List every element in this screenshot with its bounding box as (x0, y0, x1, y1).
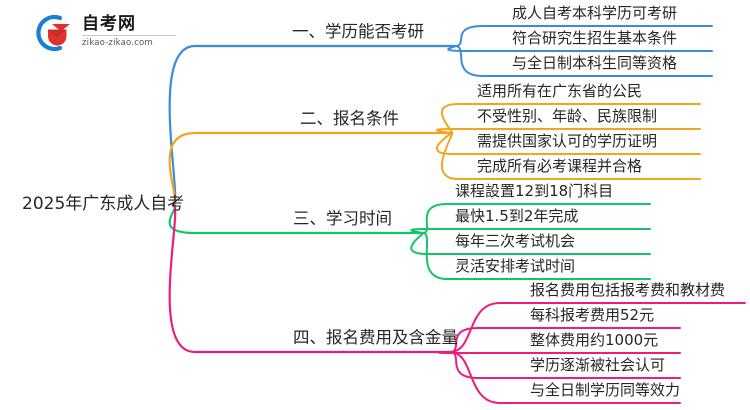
branch-3-child-1-label: 课程設置12到18门科目 (455, 182, 614, 200)
logo-domain: zikao-zikao.com (82, 38, 153, 48)
branch-4-child-2-label: 每科报考费用52元 (530, 306, 655, 324)
branch-2-child-3-label: 需提供国家认可的学历证明 (477, 132, 658, 150)
branch-4-child-1-label: 报名费用包括报考费和教材费 (530, 281, 726, 299)
branch-1-label: 一、学历能否考研 (292, 22, 424, 41)
branch-1-child-2-label: 符合研究生招生基本条件 (512, 29, 678, 47)
mindmap-edge (168, 131, 454, 207)
branch-4-child-4-label: 学历逐渐被社会认可 (530, 356, 666, 374)
branch-4-label: 四、报名费用及含金量 (293, 328, 458, 347)
branch-3-label: 三、学习时间 (293, 209, 392, 228)
branch-2-child-4-label: 完成所有必考课程并合格 (477, 157, 643, 175)
branch-1-child-1-label: 成人自考本科学历可考研 (512, 4, 678, 22)
branch-2-child-1-label: 适用所有在广东省的公民 (477, 82, 643, 100)
graduation-cap-arc-icon (30, 12, 76, 54)
logo-text: 自考网 zikao-zikao.com (82, 14, 176, 50)
branch-3-child-2-label: 最快1.5到2年完成 (455, 207, 579, 225)
mindmap-edge (438, 351, 681, 354)
branch-2-label: 二、报名条件 (300, 109, 399, 128)
branch-3-child-3-label: 每年三次考试机会 (455, 232, 576, 250)
branch-4-child-5-label: 与全日制学历同等效力 (530, 381, 681, 399)
branch-2-child-2-label: 不受性别、年龄、民族限制 (477, 107, 658, 125)
branch-3-child-4-label: 灵活安排考试时间 (455, 257, 576, 275)
branch-4-child-3-label: 整体费用约1000元 (530, 331, 659, 349)
logo-title: 自考网 (82, 14, 176, 36)
mindmap-root-label: 2025年广东成人自考 (22, 194, 185, 214)
branch-1-child-3-label: 与全日制本科生同等资格 (512, 54, 678, 72)
site-logo: 自考网 zikao-zikao.com (30, 12, 176, 54)
